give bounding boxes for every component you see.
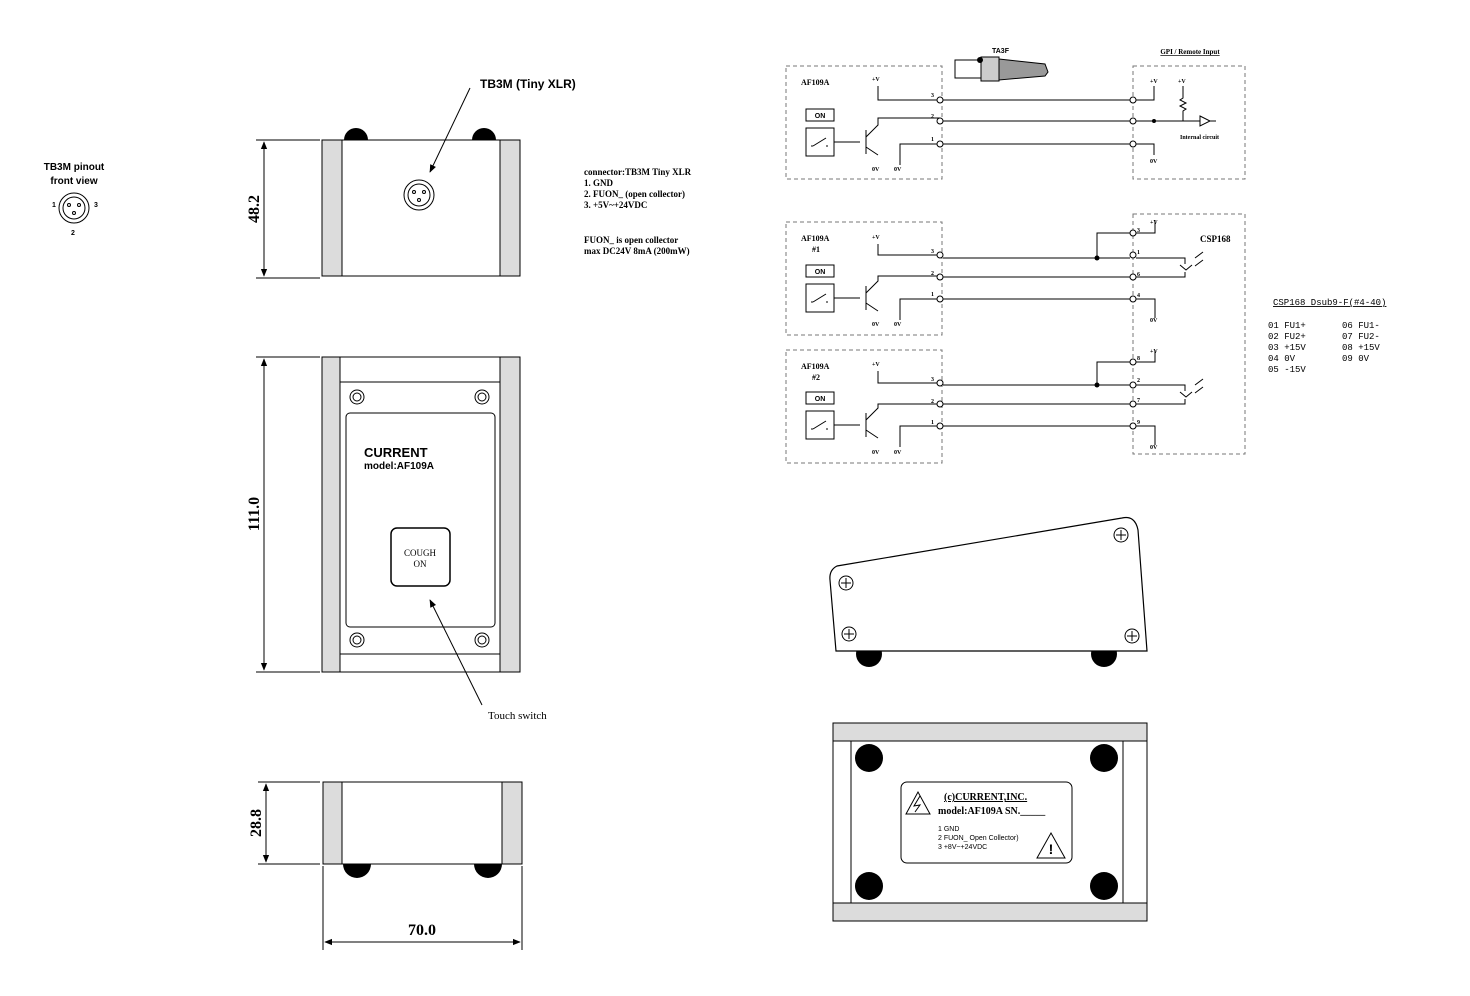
top-view: TB3M (Tiny XLR) 48.2 (246, 77, 576, 279)
dim-height-side: 28.8 (248, 809, 265, 837)
schematic-csp-1: CSP168 AF109A #1 ON +V 0V 0V 3 2 1 +V 0V… (785, 213, 1246, 455)
schematic-gpi: TA3F GPI / Remote Input AF109A ON +V 0V … (785, 48, 1246, 180)
csp2-pin-c: 7 (1137, 398, 1140, 404)
cough-on-button[interactable] (390, 527, 451, 587)
block3-pin-2: 2 (931, 399, 934, 405)
block1-0v-a: 0V (872, 167, 880, 173)
dsub-table: CSP168 Dsub9-F(#4-40) 01 FU1+ 02 FU2+ 03… (1268, 298, 1386, 375)
block2-pin-1: 1 (931, 292, 934, 298)
gpi-vplus-b: +V (1178, 79, 1186, 85)
csp1-pin-a: 3 (1137, 228, 1140, 234)
block1-vplus: +V (872, 77, 880, 83)
side-view: 28.8 70.0 (248, 781, 523, 950)
dsub-c2-1: 07 FU2- (1342, 332, 1380, 342)
schematic-csp-2: AF109A #2 ON +V 0V 0V 3 2 1 +V 0V 8 2 7 … (785, 349, 1204, 464)
block3-pin-3: 3 (931, 377, 934, 383)
dsub-c1-2: 03 +15V (1268, 343, 1306, 353)
csp2-pin-d: 9 (1137, 420, 1140, 426)
gpi-label: GPI / Remote Input (1160, 48, 1220, 56)
label-company: (c)CURRENT,INC. (944, 792, 1028, 803)
label-pin-1: 1 GND (938, 826, 959, 833)
block1-pin-3: 3 (931, 93, 934, 99)
block3-vplus: +V (872, 362, 880, 368)
block2-pin-2: 2 (931, 271, 934, 277)
note-line-0: FUON_ is open collector (584, 235, 678, 245)
internal-circuit: Internal circuit (1180, 135, 1219, 141)
dsub-c2-2: 08 +15V (1342, 343, 1380, 353)
block3-0v-b: 0V (894, 450, 902, 456)
csp-label: CSP168 (1200, 234, 1231, 244)
pinout-pin-1: 1 (52, 202, 56, 209)
block2-sub: #1 (812, 245, 820, 254)
svg-text:!: ! (1049, 841, 1054, 857)
block2-0v-b: 0V (894, 322, 902, 328)
plug-label: TA3F (992, 48, 1010, 55)
touch-switch-label: Touch switch (488, 710, 547, 722)
front-view: CURRENT model:AF109A COUGH ON Touch swit… (246, 356, 547, 722)
csp1-vplus: +V (1150, 220, 1158, 226)
pinout-diagram: TB3M pinout front view 1 3 2 (44, 162, 105, 237)
block1-pin-1: 1 (931, 137, 934, 143)
block3-name: AF109A (801, 362, 830, 371)
dsub-c1-1: 02 FU2+ (1268, 332, 1306, 342)
dsub-c1-0: 01 FU1+ (1268, 321, 1306, 331)
dim-width: 70.0 (408, 922, 436, 939)
label-pin-3: 3 +8V~+24VDC (938, 844, 987, 851)
bottom-view: ! (c)CURRENT,INC. model:AF109A SN._____ … (832, 722, 1148, 922)
info-line-2: 2. FUON_ (open collector) (584, 189, 685, 199)
note-line-1: max DC24V 8mA (200mW) (584, 246, 690, 256)
block1-pin-2: 2 (931, 114, 934, 120)
block3-sub: #2 (812, 373, 820, 382)
pinout-pin-2: 2 (71, 230, 75, 237)
dsub-title: CSP168 Dsub9-F(#4-40) (1273, 298, 1386, 308)
block3-on: ON (815, 396, 826, 403)
connector-callout: TB3M (Tiny XLR) (480, 77, 576, 91)
block2-vplus: +V (872, 235, 880, 241)
pinout-title-2: front view (50, 176, 97, 187)
pinout-title-1: TB3M pinout (44, 162, 105, 173)
csp1-0v: 0V (1150, 318, 1158, 324)
dim-height-top: 48.2 (246, 195, 263, 223)
block3-0v-a: 0V (872, 450, 880, 456)
block3-pin-1: 1 (931, 420, 934, 426)
block2-pin-3: 3 (931, 249, 934, 255)
block1-name: AF109A (801, 78, 830, 87)
dsub-c2-3: 09 0V (1342, 354, 1370, 364)
dsub-c1-3: 04 0V (1268, 354, 1296, 364)
gpi-vplus-a: +V (1150, 79, 1158, 85)
pinout-pin-3: 3 (94, 202, 98, 209)
dsub-c1-4: 05 -15V (1268, 365, 1306, 375)
wedge-side-view (829, 516, 1148, 667)
label-model-sn: model:AF109A SN._____ (938, 806, 1046, 817)
info-line-1: 1. GND (584, 178, 614, 188)
csp2-pin-b: 2 (1137, 378, 1140, 384)
front-brand: CURRENT (364, 445, 428, 460)
csp1-pin-b: 1 (1137, 250, 1140, 256)
csp1-pin-d: 4 (1137, 293, 1140, 299)
csp2-pin-a: 8 (1137, 356, 1140, 362)
button-line-2: ON (414, 559, 427, 569)
csp2-0v: 0V (1150, 445, 1158, 451)
block2-0v-a: 0V (872, 322, 880, 328)
block2-name: AF109A (801, 234, 830, 243)
connector-info: connector:TB3M Tiny XLR 1. GND 2. FUON_ … (584, 167, 692, 256)
dim-height-front: 111.0 (246, 497, 263, 531)
csp1-pin-c: 6 (1137, 272, 1140, 278)
label-pin-2: 2 FUON_ Open Collector) (938, 835, 1019, 842)
csp2-vplus: +V (1150, 349, 1158, 355)
info-line-3: 3. +5V~+24VDC (584, 200, 647, 210)
button-line-1: COUGH (404, 548, 437, 558)
dsub-c2-0: 06 FU1- (1342, 321, 1380, 331)
gpi-0v: 0V (1150, 159, 1158, 165)
block1-0v-b: 0V (894, 167, 902, 173)
block2-on: ON (815, 269, 826, 276)
info-line-0: connector:TB3M Tiny XLR (584, 167, 692, 177)
front-model: model:AF109A (364, 461, 434, 472)
block1-on: ON (815, 113, 826, 120)
